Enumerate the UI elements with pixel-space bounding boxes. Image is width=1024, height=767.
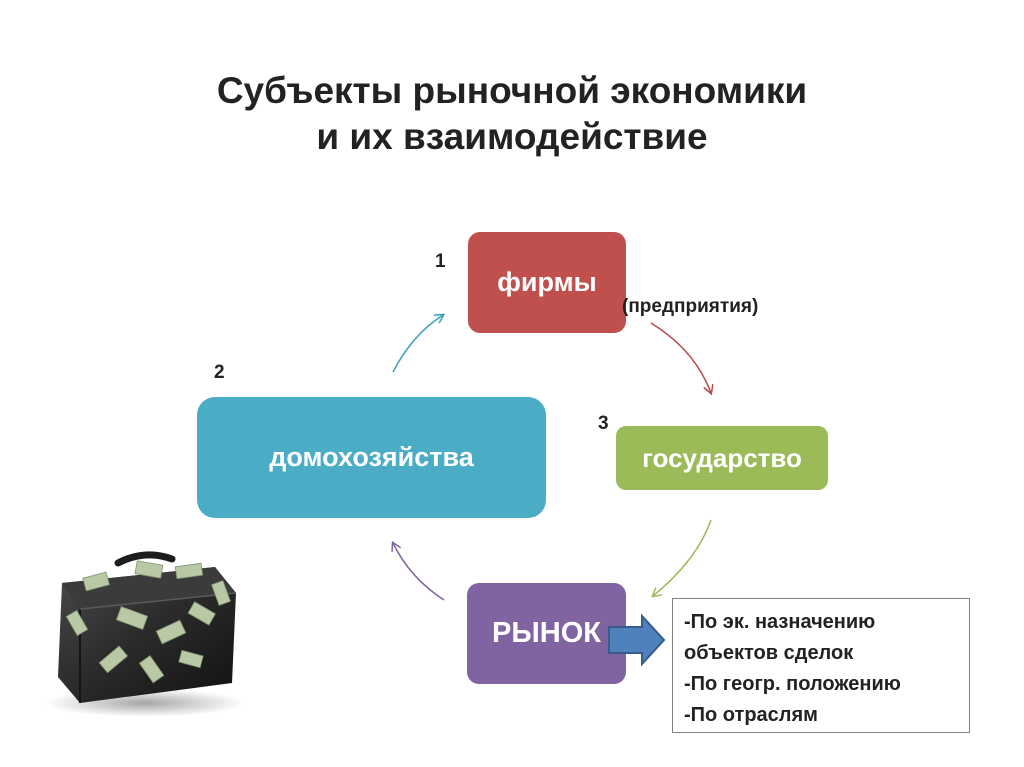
title-line-1: Субъекты рыночной экономики	[216, 70, 808, 111]
market-type-item: -По геогр. положению	[684, 673, 901, 695]
market-type-item: -По отраслям	[684, 704, 818, 726]
firms-number: 1	[435, 251, 446, 272]
page-title: Субъекты рыночной экономики и их взаимод…	[0, 68, 1024, 160]
arrow-firms-to-state	[650, 322, 711, 393]
households-node: домохозяйства	[197, 397, 546, 518]
arrow-state-to-market	[653, 519, 712, 596]
arrow-market-to-households	[393, 543, 445, 601]
firms-node: фирмы	[468, 232, 626, 333]
market-node: РЫНОК	[467, 583, 626, 684]
state-number: 3	[598, 413, 609, 434]
households-label: домохозяйства	[269, 442, 474, 472]
state-node: государство	[616, 426, 828, 490]
market-types-box: -По эк. назначению объектов сделок -По г…	[672, 598, 970, 733]
households-number: 2	[214, 362, 225, 383]
arrow-households-to-firms	[392, 315, 443, 373]
firms-label: фирмы	[497, 267, 597, 297]
title-line-2: и их взаимодействие	[316, 116, 708, 157]
state-label: государство	[642, 442, 802, 473]
market-type-item: объектов сделок	[684, 642, 854, 664]
market-type-item: -По эк. назначению	[684, 611, 876, 633]
money-bag-icon	[45, 551, 245, 717]
firms-note: (предприятия)	[622, 296, 759, 317]
market-label: РЫНОК	[492, 617, 601, 649]
